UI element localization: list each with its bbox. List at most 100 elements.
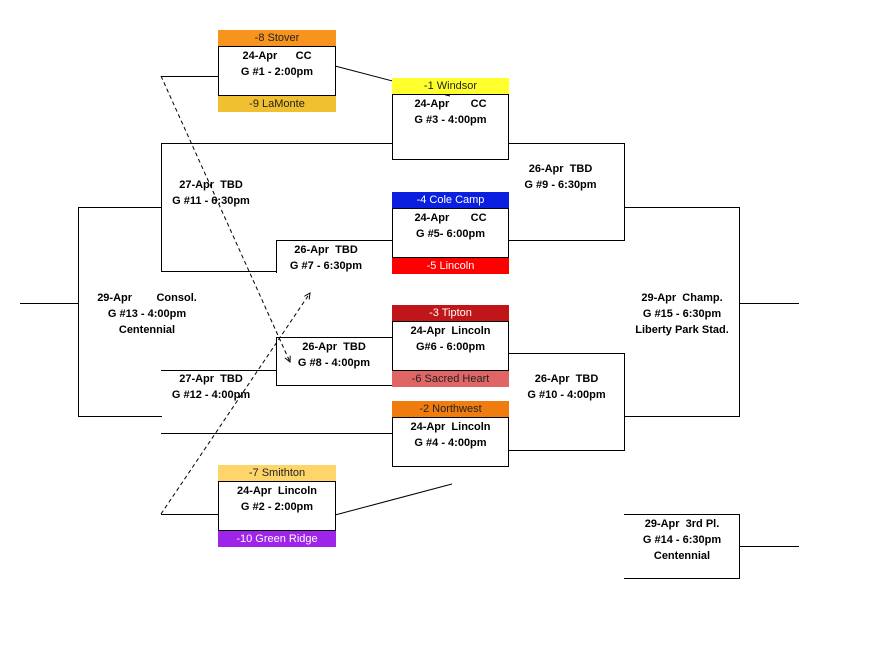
team-tag-lincoln: -5 Lincoln (392, 258, 509, 274)
game-number-time: G #11 - 6:30pm (172, 195, 250, 207)
bracket-line (392, 417, 393, 467)
bracket-line (276, 337, 277, 386)
bracket-line (218, 530, 336, 531)
game-date-venue: 27-Apr TBD (179, 373, 243, 385)
game-location: Liberty Park Stad. (635, 324, 729, 336)
bracket-line (508, 208, 509, 258)
game-11-info: 27-Apr TBD G #11 - 6:30pm (162, 177, 260, 209)
game-date-venue: 24-Apr CC (414, 98, 487, 110)
game-number-time: G #9 - 6:30pm (524, 179, 597, 191)
bracket-line (335, 481, 336, 531)
game-number-time: G #8 - 4:00pm (297, 357, 371, 369)
bracket-line (161, 271, 276, 272)
game-5-info: 24-Apr CC G #5- 6:00pm (392, 210, 509, 242)
winner-connector-line (334, 483, 453, 516)
game-9-info: 26-Apr TBD G #9 - 6:30pm (508, 161, 613, 193)
bracket-line (739, 546, 799, 547)
game-date-venue: 24-Apr Lincoln (236, 485, 318, 497)
team-tag-tipton: -3 Tipton (392, 305, 509, 321)
bracket-line (739, 303, 799, 304)
bracket-line (392, 370, 509, 371)
team-name: -6 Sacred Heart (411, 373, 490, 385)
team-name: -10 Green Ridge (236, 533, 318, 545)
bracket-line (392, 466, 509, 467)
game-date-venue: 27-Apr TBD (179, 179, 243, 191)
game-date-venue: 29-Apr Champ. (641, 292, 723, 304)
team-name: -7 Smithton (248, 467, 306, 479)
bracket-line (218, 481, 219, 531)
game-3-info: 24-Apr CC G #3 - 4:00pm (392, 96, 509, 128)
bracket-line (218, 46, 336, 47)
bracket-line (161, 514, 218, 515)
bracket-line (508, 450, 625, 451)
bracket-line (508, 94, 509, 160)
bracket-line (624, 143, 625, 241)
bracket-line (20, 303, 78, 304)
game-number-time: G #10 - 4:00pm (527, 389, 606, 401)
bracket-line (624, 207, 740, 208)
bracket-line (78, 207, 162, 208)
team-tag-lamonte: -9 LaMonte (218, 96, 336, 112)
bracket-line (218, 481, 336, 482)
game-date-venue: 24-Apr CC (242, 50, 312, 62)
game-12-info: 27-Apr TBD G #12 - 4:00pm (162, 371, 260, 403)
team-tag-sacred-heart: -6 Sacred Heart (392, 371, 509, 387)
game-number-time: G #4 - 4:00pm (414, 437, 487, 449)
bracket-line (624, 514, 740, 515)
bracket-line (218, 46, 219, 96)
bracket-line (624, 416, 740, 417)
game-date-venue: 24-Apr Lincoln (410, 325, 491, 337)
bracket-line (508, 353, 625, 354)
game-number-time: G #3 - 4:00pm (414, 114, 487, 126)
team-tag-green-ridge: -10 Green Ridge (218, 531, 336, 547)
bracket-line (161, 143, 392, 144)
bracket-line (392, 337, 393, 386)
team-name: -9 LaMonte (249, 98, 305, 110)
game-number-time: G #7 - 6:30pm (289, 260, 363, 272)
team-name: -3 Tipton (429, 307, 472, 319)
game-1-info: 24-Apr CC G #1 - 2:00pm (218, 48, 336, 80)
team-name: -1 Windsor (423, 80, 478, 92)
game-date-venue: 29-Apr 3rd Pl. (644, 518, 720, 530)
game-date-venue: 26-Apr TBD (528, 163, 593, 175)
bracket-line (392, 417, 509, 418)
game-date-venue: 26-Apr TBD (294, 244, 358, 256)
bracket-line (218, 95, 336, 96)
game-number-time: G #12 - 4:00pm (171, 389, 251, 401)
bracket-line (508, 240, 625, 241)
game-date-venue: 26-Apr TBD (534, 373, 599, 385)
team-tag-windsor: -1 Windsor (392, 78, 509, 94)
bracket-line (624, 353, 625, 451)
bracket-line (161, 370, 276, 371)
game-10-info: 26-Apr TBD G #10 - 4:00pm (508, 371, 625, 403)
bracket-line (392, 321, 509, 322)
bracket-line (508, 417, 509, 467)
bracket-line (276, 240, 277, 273)
team-name: -5 Lincoln (426, 260, 475, 272)
bracket-line (78, 207, 79, 417)
team-tag-cole-camp: -4 Cole Camp (392, 192, 509, 208)
bracket-line (392, 159, 509, 160)
game-number-time: G #14 - 6:30pm (642, 534, 722, 546)
bracket-line (624, 578, 740, 579)
bracket-line (508, 321, 509, 371)
game-number-time: G #5- 6:00pm (415, 228, 486, 240)
game-location: Centennial (653, 550, 711, 562)
bracket-line (392, 257, 509, 258)
team-tag-northwest: -2 Northwest (392, 401, 509, 417)
game-date-venue: 29-Apr Consol. (97, 292, 197, 304)
game-date-venue: 24-Apr CC (414, 212, 487, 224)
bracket-line (276, 337, 392, 338)
game-number-time: G #2 - 2:00pm (240, 501, 314, 513)
team-name: -2 Northwest (419, 403, 482, 415)
game-location: Centennial (118, 324, 176, 336)
bracket-line (392, 208, 509, 209)
game-number-time: G #1 - 2:00pm (240, 66, 314, 78)
bracket-line (739, 207, 740, 417)
